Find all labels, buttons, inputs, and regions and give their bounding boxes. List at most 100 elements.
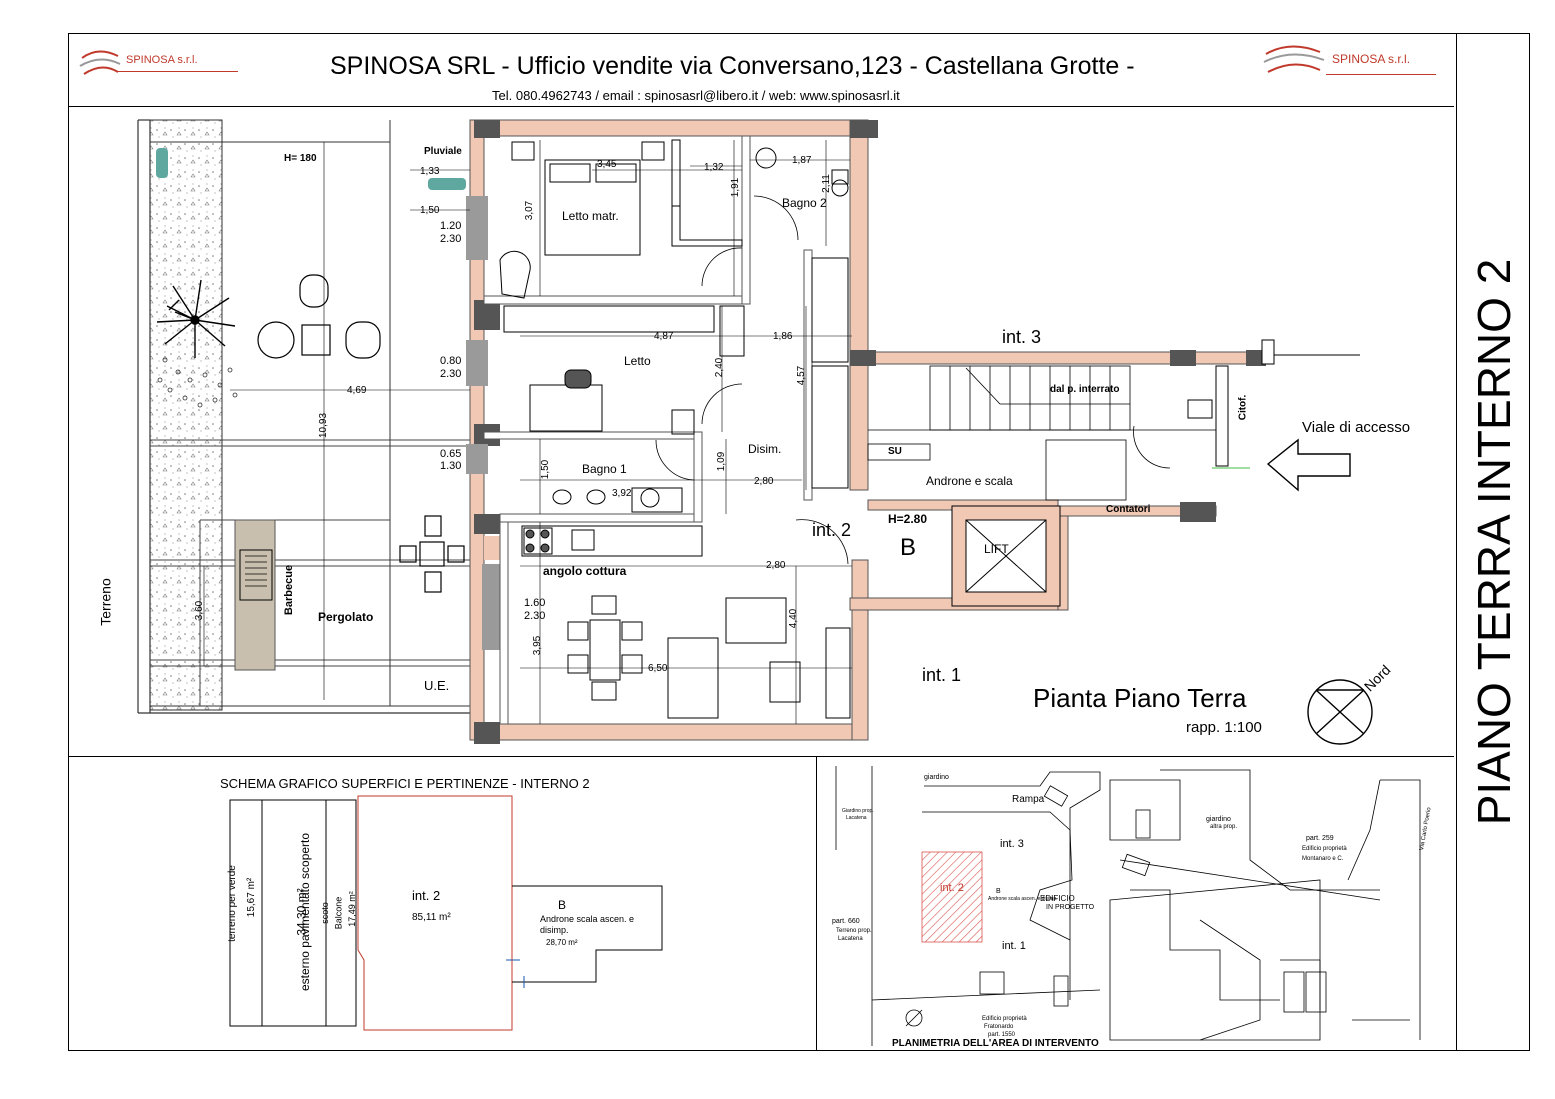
schema-verde: terreno per verde	[226, 865, 238, 942]
site-in-progetto: IN PROGETTO	[1046, 904, 1095, 911]
site-part1550: part. 1550	[988, 1032, 1016, 1038]
barbecue-area	[234, 519, 276, 671]
schema-balcone-sub: scoto	[319, 902, 330, 924]
label-barbecue: Barbecue	[283, 564, 296, 616]
logo-right-mark	[1263, 45, 1325, 73]
dim-2-11: 2,11	[820, 174, 832, 193]
window1-bot: 2.30	[440, 233, 462, 245]
dim-1-32: 1,32	[704, 162, 724, 173]
site-b-desc: Androne scala ascen. e disimp.	[988, 896, 1058, 902]
bathroom1-fixtures	[552, 487, 683, 513]
logo-right-underline	[1326, 74, 1436, 75]
plan-title: Pianta Piano Terra	[1033, 683, 1247, 713]
site-int1: int. 1	[1002, 940, 1026, 952]
label-dal-interrato: dal p. interrato	[1050, 384, 1120, 395]
staircase	[867, 365, 1216, 501]
window1-top: 1.20	[440, 220, 462, 232]
dim-1-09: 1,09	[716, 451, 728, 472]
site-fratonardo: Fratonardo	[984, 1024, 1014, 1030]
site-terreno-prop: Terreno prop.	[836, 928, 872, 934]
site-giardino: giardino	[924, 774, 949, 781]
site-giardino-prop: Giardino prop.	[842, 808, 874, 814]
schema-b-val: 28,70 m²	[546, 938, 578, 947]
label-h180: H= 180	[284, 153, 317, 164]
header	[68, 33, 1454, 107]
dim-10-93: 10,93	[318, 412, 330, 439]
kitchen-counter	[521, 525, 703, 557]
bathroom2-fixtures	[755, 147, 849, 197]
dim-4-57: 4,57	[796, 365, 808, 386]
dim-1-91: 1,91	[730, 177, 742, 198]
schema-balcone: Balcone	[333, 896, 344, 930]
logo-left: SPINOSA s.r.l.	[78, 48, 248, 82]
outdoor-table-set	[257, 274, 381, 359]
window2-bot: 2.30	[440, 368, 462, 380]
label-b: B	[900, 534, 917, 561]
site-giardino2: giardino	[1206, 816, 1231, 823]
schema-balcone-val: 17,49 m²	[346, 891, 357, 927]
window4-top: 1.60	[524, 597, 546, 609]
dim-6-50: 6,50	[648, 663, 668, 674]
dim-2-80a: 2,80	[754, 476, 774, 487]
dim-1-87: 1,87	[792, 155, 812, 166]
site-part259: part. 259	[1306, 835, 1334, 842]
bottom-split	[816, 756, 817, 1051]
dim-4-69: 4,69	[347, 385, 367, 396]
site-edificio-prop: Edificio proprietà	[1302, 846, 1347, 852]
logo-right-text: SPINOSA s.r.l.	[1332, 52, 1411, 66]
dim-2-80b: 2,80	[766, 560, 786, 571]
site-edificio-prop2: Edificio proprietà	[982, 1016, 1027, 1022]
site-edificio: EDIFICIO	[1040, 894, 1075, 903]
building-walls	[466, 119, 878, 744]
dining-table-set	[567, 595, 643, 701]
label-viale: Viale di accesso	[1302, 419, 1411, 436]
logo-right: SPINOSA s.r.l.	[1260, 42, 1436, 76]
window3-bot: 1.30	[440, 460, 462, 472]
site-lacatena: Lacatena	[838, 936, 863, 942]
desk-icon	[529, 369, 695, 435]
site-part660: part. 660	[832, 918, 860, 925]
site-title: PLANIMETRIA DELL'AREA DI INTERVENTO	[892, 1038, 1099, 1049]
outdoor-table-set-2	[399, 515, 465, 593]
window3-top: 0.65	[440, 448, 462, 460]
sofa-icon	[667, 597, 851, 719]
bed-icon	[511, 139, 743, 256]
contact-line: Tel. 080.4962743 / email : spinosasrl@li…	[492, 88, 900, 103]
logo-left-text: SPINOSA s.r.l.	[126, 54, 198, 66]
schema-b: B	[558, 898, 567, 912]
room-int-3: int. 3	[1002, 327, 1042, 347]
schema-b-desc2: disimp.	[540, 925, 569, 935]
site-int3: int. 3	[1000, 838, 1024, 850]
dimension-lines	[203, 140, 852, 724]
shrub-dots	[157, 357, 238, 408]
schema-esterno-val: 34,30 m²	[294, 888, 309, 936]
gravel-strip	[149, 119, 223, 711]
label-lift: LIFT	[984, 542, 1009, 556]
logo-left-underline	[118, 71, 238, 72]
common-area-walls	[849, 339, 1360, 611]
label-pluviale: Pluviale	[424, 146, 462, 157]
lift-shaft	[951, 505, 1061, 607]
dim-3-92: 3,92	[612, 488, 632, 499]
room-angolo-cottura: angolo cottura	[543, 564, 627, 578]
room-int-2: int. 2	[812, 520, 852, 540]
armchair-icon	[499, 250, 531, 299]
site-b: B	[996, 888, 1001, 895]
dim-1-33: 1,33	[420, 166, 440, 177]
schema-int2-val: 85,11 m²	[412, 912, 451, 923]
label-h280: H=2.80	[888, 512, 928, 526]
logo-left-mark	[79, 50, 121, 75]
dim-3-45: 3,45	[597, 159, 617, 170]
site-montanaro: Montanaro e C.	[1302, 856, 1344, 862]
site-plan	[835, 766, 1421, 1046]
dim-1-50: 1,50	[420, 205, 440, 216]
label-citof: Citof.	[1237, 394, 1249, 421]
entry-arrow-icon	[1266, 438, 1351, 492]
dim-1-86: 1,86	[773, 331, 793, 342]
label-contatori: Contatori	[1106, 504, 1151, 515]
dim-3-95: 3,95	[532, 635, 544, 656]
dim-1-50b: 1,50	[540, 459, 552, 480]
label-terreno: Terreno	[97, 578, 114, 626]
label-pergolato: Pergolato	[318, 610, 374, 624]
